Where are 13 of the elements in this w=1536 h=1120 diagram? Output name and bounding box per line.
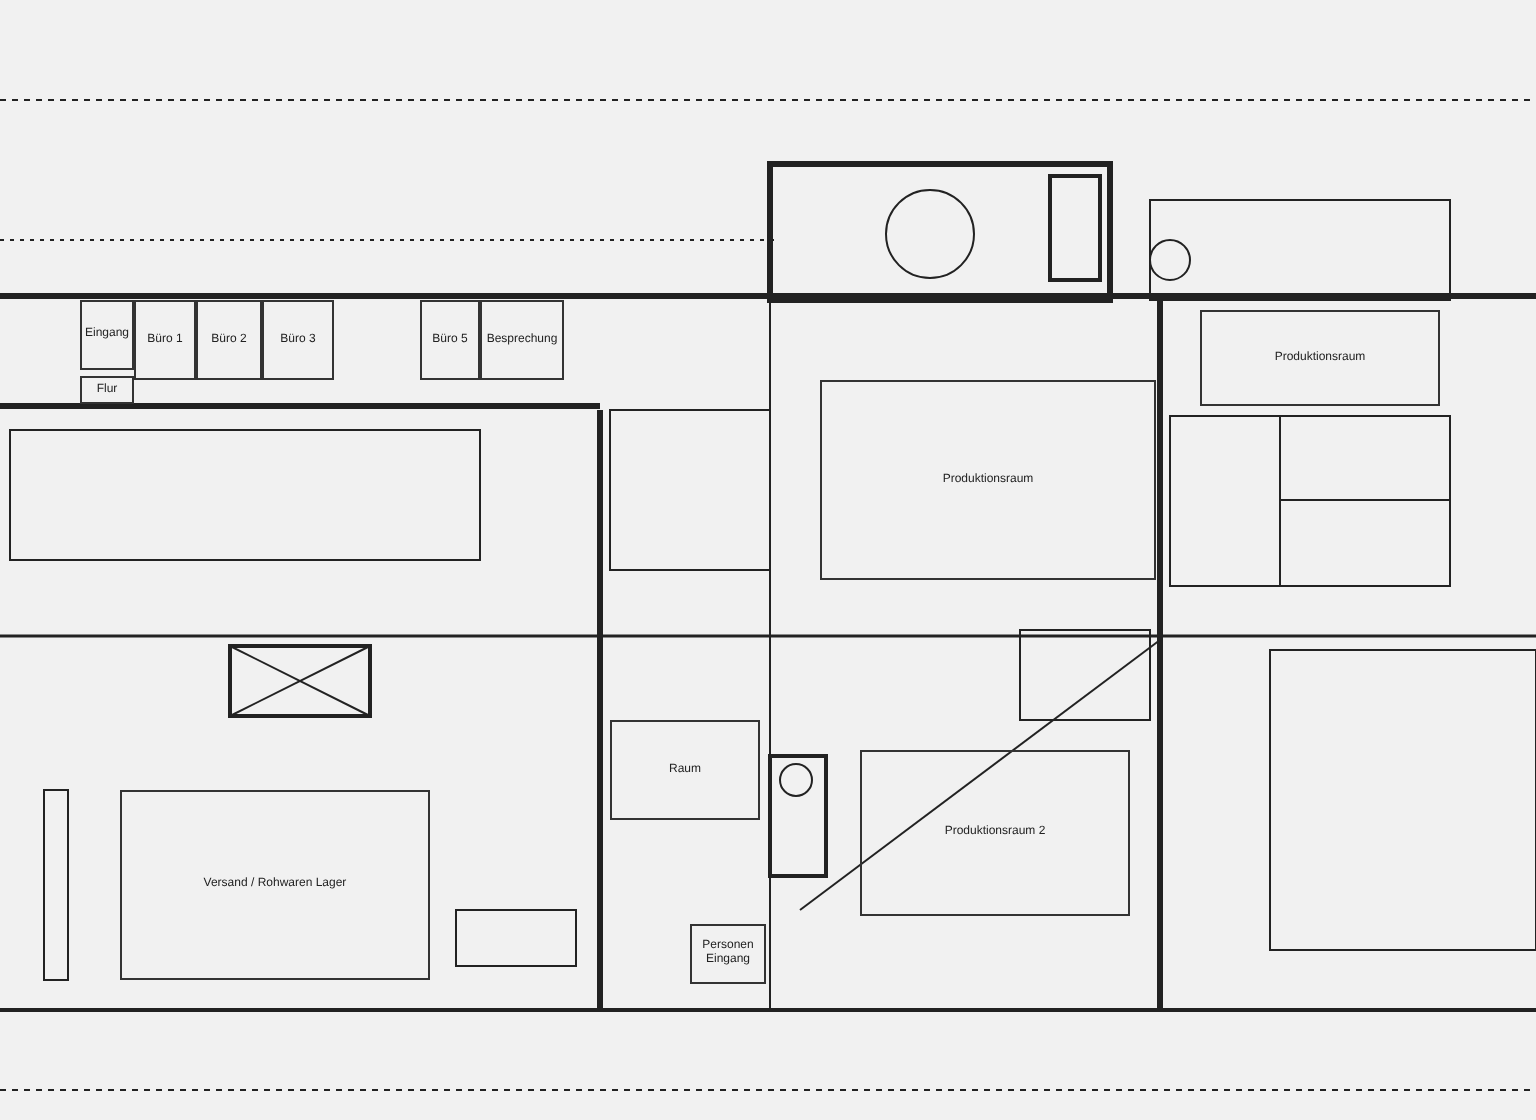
room [80, 300, 134, 370]
room [610, 720, 760, 820]
room [420, 300, 480, 380]
room [80, 376, 134, 404]
room [860, 750, 1130, 916]
room [262, 300, 334, 380]
room [820, 380, 1156, 580]
room [690, 924, 766, 984]
room [120, 790, 430, 980]
room [134, 300, 196, 380]
room [1200, 310, 1440, 406]
room [480, 300, 564, 380]
room [196, 300, 262, 380]
